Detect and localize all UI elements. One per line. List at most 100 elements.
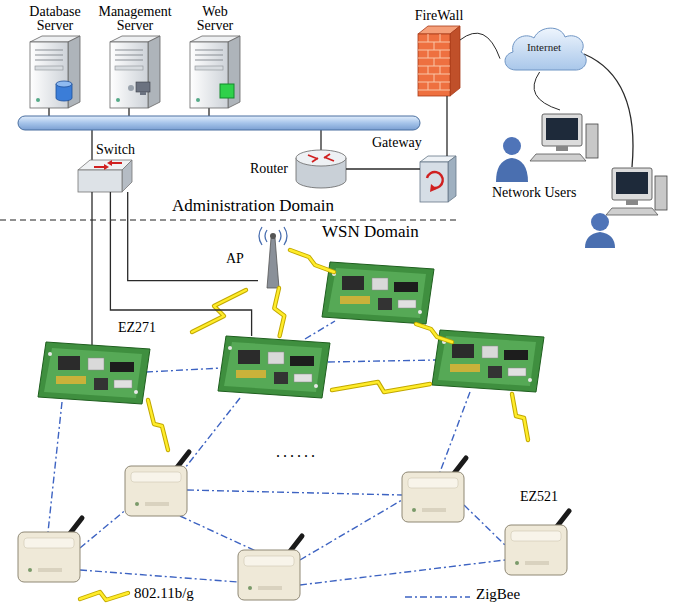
wifi-links xyxy=(290,250,334,272)
wifi-links xyxy=(512,394,528,440)
backbone-bus xyxy=(320,130,321,151)
wifi-links xyxy=(148,400,168,450)
ez521-device xyxy=(402,458,466,522)
database-server-icon xyxy=(30,36,80,108)
wifi-links xyxy=(192,290,246,332)
switch-label: Switch xyxy=(96,143,135,158)
zigbee-links xyxy=(48,402,62,532)
switch-icon xyxy=(78,170,122,192)
ellipsis-mark: ...... xyxy=(276,444,318,461)
firewall-icon xyxy=(440,66,441,74)
router-icon xyxy=(296,150,346,166)
web-server-icon xyxy=(220,84,234,98)
management-server: Management Server xyxy=(110,36,160,108)
network-users-label: Network Users xyxy=(492,186,576,201)
firewall-icon xyxy=(434,74,435,82)
backbone-bus xyxy=(91,130,92,162)
network-link xyxy=(346,168,420,169)
router-label: Router xyxy=(250,162,288,177)
firewall-icon xyxy=(440,82,441,90)
internet-cloud: Internet xyxy=(500,24,588,72)
wifi-link xyxy=(274,288,284,336)
domain-label: WSN Domain xyxy=(322,223,419,241)
firewall-icon xyxy=(428,82,429,90)
domain-divider xyxy=(0,219,460,220)
wifi-links xyxy=(290,250,334,272)
network-users-icons xyxy=(496,54,667,248)
firewall-icon xyxy=(428,34,429,42)
network-users-icons xyxy=(586,124,598,158)
wifi-links xyxy=(192,290,246,332)
switch-icon xyxy=(107,160,112,166)
gateway: Gateway xyxy=(420,156,456,202)
ez271-board xyxy=(38,342,150,404)
network-users: Network Users xyxy=(488,110,668,250)
switch-icon xyxy=(78,160,132,192)
zigbee-links xyxy=(464,505,505,545)
backbone-bus xyxy=(48,108,49,116)
web-server-icon xyxy=(190,36,240,108)
wifi-links xyxy=(416,324,452,342)
firewall-icon xyxy=(440,34,441,42)
access-point: AP xyxy=(258,226,288,288)
ethernet-wire xyxy=(91,192,92,345)
firewall-icon xyxy=(428,50,429,58)
management-server-icon xyxy=(136,82,150,92)
ez521-device: EZ521 xyxy=(505,507,573,575)
switch-icon xyxy=(112,162,122,164)
backbone-bus xyxy=(128,108,129,116)
switch-icon xyxy=(94,166,104,168)
network-users-icons xyxy=(503,137,521,155)
backbone-bus xyxy=(18,116,420,130)
zigbee-links xyxy=(146,368,222,372)
router-icon xyxy=(296,150,346,188)
legend-sample xyxy=(405,596,470,597)
zigbee-links xyxy=(80,508,128,548)
web-server: Web Server xyxy=(190,36,240,108)
zigbee-links xyxy=(305,321,335,339)
zigbee-links xyxy=(180,516,258,552)
network-users-icons xyxy=(612,168,652,200)
switch-icon xyxy=(122,160,132,192)
ez521-device-label: EZ521 xyxy=(520,490,558,505)
wifi-links xyxy=(332,382,430,392)
network-users-icons xyxy=(626,200,638,205)
ez521-device xyxy=(238,536,302,600)
database-server: Database Server xyxy=(30,36,80,108)
ez271-board xyxy=(38,262,544,404)
firewall-icon xyxy=(434,42,435,50)
network-users-icons xyxy=(496,158,528,182)
gateway-icon xyxy=(427,172,443,188)
firewall-icon xyxy=(418,26,460,96)
domain-label: Administration Domain xyxy=(172,197,334,215)
firewall-label: FireWall xyxy=(415,9,464,24)
zigbee-links xyxy=(80,570,238,582)
wifi-link xyxy=(274,288,284,336)
firewall-icon xyxy=(434,58,435,66)
router-icon xyxy=(308,154,334,162)
ez521-device xyxy=(18,518,82,582)
network-users-icons xyxy=(542,114,582,146)
legend-sample xyxy=(80,592,128,600)
wifi-links xyxy=(332,382,430,392)
access-point-icon xyxy=(267,238,279,288)
management-server-icon xyxy=(110,36,160,108)
network-link xyxy=(534,72,560,110)
legend-text: ZigBee xyxy=(476,587,520,603)
web-server-label: Web Server xyxy=(189,5,241,34)
gateway-icon xyxy=(420,162,448,202)
management-server-label: Management Server xyxy=(92,5,178,34)
gateway-icon xyxy=(430,184,437,192)
access-point-label: AP xyxy=(226,252,244,267)
network-link xyxy=(460,33,500,58)
network-users-icons xyxy=(584,54,633,167)
firewall-icon xyxy=(440,50,441,58)
cloud-outline xyxy=(505,28,586,70)
wifi-links xyxy=(416,324,452,342)
access-point-icon xyxy=(259,227,287,288)
zigbee-links xyxy=(328,360,436,362)
firewall-icon xyxy=(418,90,450,91)
network-users-icons xyxy=(606,208,658,215)
